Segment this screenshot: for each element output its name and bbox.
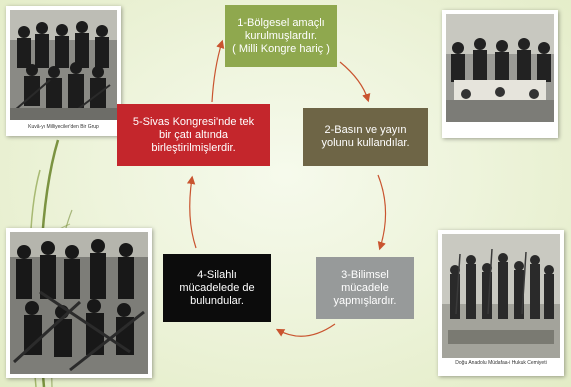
box-5-text: 5-Sivas Kongresi'nde tek bir çatı altınd… — [132, 115, 255, 154]
photo-congress-meeting-image — [446, 14, 554, 122]
photo-militia-group-image — [10, 10, 117, 120]
photo-militia-group-caption: Kuvâ-yı Milliyeciler'den Bir Grup — [28, 124, 99, 130]
box-1-regional-purpose: 1-Bölgesel amaçlı kurulmuşlardır. ( Mill… — [225, 5, 337, 67]
box-2-text: 2-Basın ve yayın yolunu kullandılar. — [321, 124, 410, 149]
box-5-sivas-congress: 5-Sivas Kongresi'nde tek bir çatı altınd… — [117, 104, 270, 166]
photo-armed-fighters — [6, 228, 152, 378]
photo-militia-group: Kuvâ-yı Milliyeciler'den Bir Grup — [6, 6, 121, 136]
photo-eastern-anatolia-society-caption: Doğu Anadolu Müdafaa-i Hukuk Cemiyeti — [455, 360, 547, 366]
box-3-scientific-struggle: 3-Bilimsel mücadele yapmışlardır. — [316, 257, 414, 319]
box-2-press-publication: 2-Basın ve yayın yolunu kullandılar. — [303, 108, 428, 166]
box-1-text: 1-Bölgesel amaçlı kurulmuşlardır. ( Mill… — [232, 16, 330, 55]
box-3-text: 3-Bilimsel mücadele yapmışlardır. — [333, 268, 397, 307]
photo-congress-meeting — [442, 10, 558, 138]
photo-eastern-anatolia-society: Doğu Anadolu Müdafaa-i Hukuk Cemiyeti — [438, 230, 564, 376]
arrow-2-to-3 — [377, 174, 387, 251]
box-4-text: 4-Silahlı mücadelede de bulundular. — [179, 268, 255, 307]
box-4-armed-struggle: 4-Silahlı mücadelede de bulundular. — [163, 254, 271, 322]
arrow-3-to-4 — [275, 323, 336, 337]
photo-eastern-anatolia-society-image — [442, 234, 560, 358]
arrow-5-to-1 — [211, 39, 225, 103]
photo-armed-fighters-image — [10, 232, 148, 374]
arrow-4-to-5 — [186, 175, 197, 249]
arrow-1-to-2 — [339, 61, 371, 103]
